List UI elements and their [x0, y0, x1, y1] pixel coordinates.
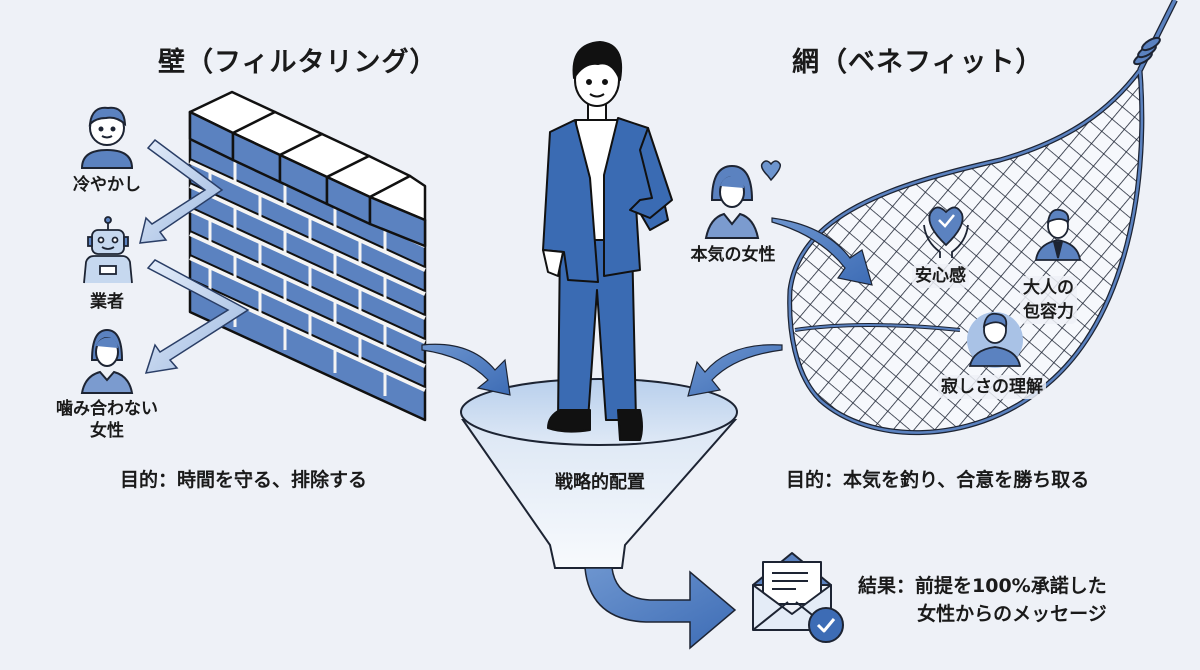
wall-purpose: 目的：時間を守る、排除する — [120, 469, 368, 491]
rejected-label-3-line-1: 噛み合わない — [56, 399, 158, 419]
businessman-icon — [1034, 208, 1082, 261]
wall-title: 壁（フィルタリング） — [158, 47, 438, 78]
result-text: 結果：前提を100%承諾した 女性からのメッセージ — [858, 572, 1107, 628]
rejected-label-3-line-2: 女性 — [90, 421, 124, 441]
rejected-label-3: 噛み合わない 女性 — [38, 398, 176, 442]
brick-wall-icon — [188, 90, 427, 422]
rejected-label-2: 業者 — [90, 292, 124, 312]
result-line-2: 女性からのメッセージ — [917, 603, 1107, 625]
woman-to-net-arrow — [771, 217, 873, 286]
envelope-check-icon — [752, 552, 844, 643]
benefit-label-2-line-2: 包容力 — [1023, 302, 1074, 322]
output-arrow — [584, 567, 737, 650]
rejected-label-1: 冷やかし — [73, 175, 141, 195]
benefit-label-1: 安心感 — [912, 264, 969, 288]
man-in-suit-icon — [542, 41, 673, 441]
funnel-icon — [460, 378, 738, 569]
net-title: 網（ベネフィット） — [792, 47, 1044, 78]
result-line-1: 結果：前提を100%承諾した — [858, 575, 1107, 597]
robot-icon — [83, 216, 133, 284]
incoming-label: 本気の女性 — [690, 245, 776, 265]
benefit-label-2-line-1: 大人の — [1023, 278, 1074, 298]
person-circle-icon — [967, 312, 1023, 368]
deflect-arrow-2 — [144, 259, 250, 374]
funnel-label: 戦略的配置 — [555, 472, 645, 493]
net-purpose: 目的：本気を釣り、合意を勝ち取る — [786, 469, 1090, 491]
deflect-arrow-1 — [139, 138, 224, 244]
benefit-label-3: 寂しさの理解 — [938, 375, 1046, 399]
benefit-label-2: 大人の 包容力 — [1020, 276, 1077, 324]
heart-hands-icon — [923, 206, 969, 258]
net-to-funnel-arrow — [687, 344, 783, 397]
man-icon — [80, 106, 134, 169]
woman-icon — [80, 328, 134, 394]
woman-heart-icon — [704, 160, 782, 239]
wall-to-funnel-arrow — [421, 343, 511, 396]
